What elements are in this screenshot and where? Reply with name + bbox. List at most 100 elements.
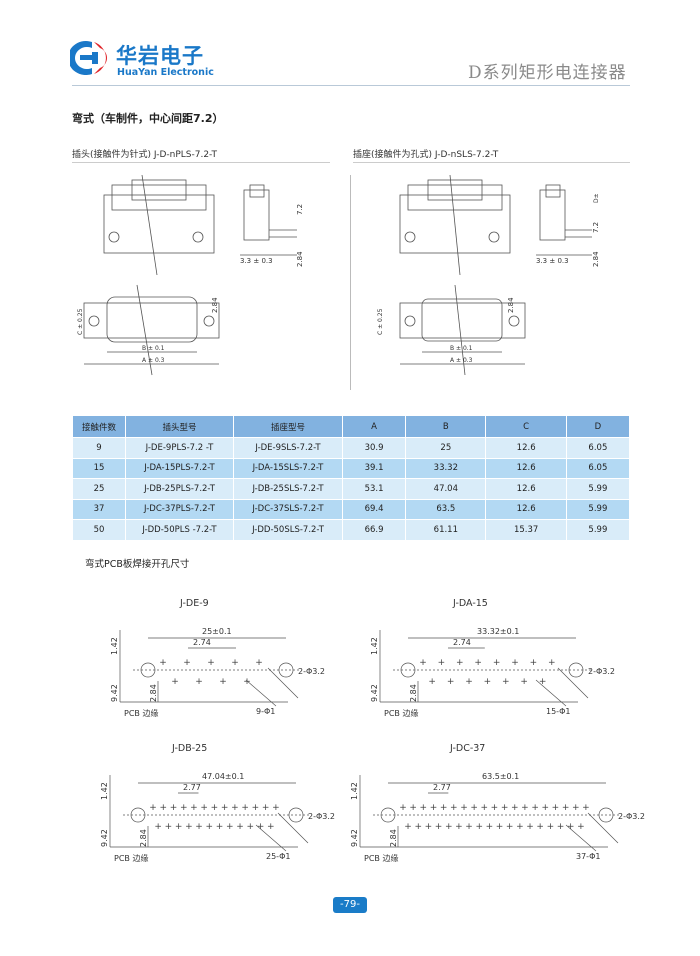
socket-subtitle: 插座(接触件为孔式) J-D-nSLS-7.2-T (353, 150, 499, 160)
col-header: A (341, 415, 407, 438)
plug-a-dim: A ± 0.3 (142, 357, 165, 364)
pin-hole-icon: + (243, 677, 251, 687)
pin-hole-icon: + (493, 658, 501, 668)
pin-hole-icon: + (447, 677, 455, 687)
pin-hole-label: 37-Φ1 (576, 852, 600, 861)
pcb-hole-layout-drawing: +++++++++++++++++++++++++47.04±0.12.772-… (100, 772, 335, 863)
mount-hole (380, 807, 396, 823)
pin-row-label: 2.84 (389, 829, 398, 847)
offset-label: 1.42 (110, 637, 119, 655)
page-number: -79- (333, 897, 367, 913)
depth-label: 9.42 (350, 829, 359, 847)
socket-drawing: 3.3 ± 0.3 D± 7.2 2.84 B ± 0.1 A ± 0.3 C … (377, 175, 600, 376)
pin-hole-icon: + (511, 658, 519, 668)
pin-hole-icon: + (465, 677, 473, 687)
offset-label: 1.42 (350, 782, 359, 800)
table-cell: J-DB-25SLS-7.2-T (233, 478, 343, 500)
pin-hole-label: 15-Φ1 (546, 707, 570, 716)
table-cell: 69.4 (341, 498, 407, 520)
mount-hole-label: 2-Φ3.2 (588, 667, 615, 676)
mount-hole (568, 662, 584, 678)
pin-hole-label: 9-Φ1 (256, 707, 275, 716)
pin-hole-icon: + (526, 822, 534, 832)
pin-hole-icon: + (577, 822, 585, 832)
table-cell: 50 (72, 519, 126, 541)
pin-hole-icon: + (221, 803, 229, 813)
mount-leader-line (557, 667, 589, 699)
pin-hole-icon: + (428, 677, 436, 687)
pin-hole-icon: + (211, 803, 219, 813)
table-cell: 15.37 (485, 519, 567, 541)
pcb-layout-name: J-DA-15 (453, 598, 488, 609)
col-header: B (405, 415, 487, 438)
pin-hole-icon: + (430, 803, 438, 813)
pin-hole-icon: + (419, 658, 427, 668)
pin-hole-icon: + (470, 803, 478, 813)
pin-row-label: 2.84 (409, 684, 418, 702)
pcb-edge-label: PCB 边缘 (364, 853, 398, 863)
plug-subtitle-underline (72, 162, 330, 163)
pin-hole-icon: + (206, 822, 214, 832)
pcb-layout-name: J-DE-9 (180, 598, 209, 609)
pin-hole-icon: + (557, 822, 565, 832)
pin-hole-icon: + (159, 658, 167, 668)
pin-hole-icon: + (200, 803, 208, 813)
offset-label: 1.42 (370, 637, 379, 655)
pcb-edge-label: PCB 边缘 (124, 708, 158, 718)
pin-hole-icon: + (267, 822, 275, 832)
pin-hole-icon: + (207, 658, 215, 668)
pin-hole-icon: + (541, 803, 549, 813)
pin-hole-icon: + (414, 822, 422, 832)
pin-hole-icon: + (159, 803, 167, 813)
company-logo-icon (70, 41, 108, 75)
table-cell: 47.04 (405, 478, 487, 500)
pin-hole-icon: + (511, 803, 519, 813)
table-cell: J-DC-37PLS-7.2-T (125, 498, 234, 520)
table-cell: J-DA-15SLS-7.2-T (233, 457, 343, 479)
pin-hole-icon: + (420, 803, 428, 813)
pin-hole-icon: + (465, 822, 473, 832)
socket-d-top-dim: D± (593, 193, 600, 203)
hole-leader-line (255, 824, 287, 852)
span-label: 33.32±0.1 (477, 627, 519, 636)
table-cell: 25 (72, 478, 126, 500)
table-cell: J-DA-15PLS-7.2-T (125, 457, 234, 479)
pcb-hole-layout-drawing: +++++++++++++++++++++++++++++++++++++63.… (350, 772, 645, 863)
socket-d2-dim: 2.84 (507, 297, 515, 313)
pin-hole-icon: + (425, 822, 433, 832)
pin-hole-icon: + (219, 677, 227, 687)
table-cell: 6.05 (565, 437, 631, 459)
col-header: 接触件数 (72, 415, 126, 438)
pin-hole-icon: + (226, 822, 234, 832)
pin-hole-icon: + (496, 822, 504, 832)
logo-english-name: HuaYan Electronic (117, 67, 214, 78)
mount-leader-line (587, 812, 619, 844)
pin-hole-icon: + (241, 803, 249, 813)
table-cell: 30.9 (341, 437, 407, 459)
pin-hole-icon: + (536, 822, 544, 832)
header-divider (72, 85, 630, 86)
pcb-section-title: 弯式PCB板焊接开孔尺寸 (85, 559, 190, 570)
table-cell: 6.05 (565, 457, 631, 479)
pin-hole-icon: + (460, 803, 468, 813)
pin-hole-label: 25-Φ1 (266, 852, 290, 861)
offset-label: 1.42 (100, 782, 109, 800)
pcb-edge-label: PCB 边缘 (114, 853, 148, 863)
plug-c-dim: C ± 0.25 (77, 308, 84, 335)
series-title: D系列矩形电连接器 (468, 63, 627, 83)
span-label: 63.5±0.1 (482, 772, 519, 781)
table-cell: 12.6 (485, 498, 567, 520)
pin-hole-icon: + (216, 822, 224, 832)
pin-hole-icon: + (165, 822, 173, 832)
plug-drawing: 3.3 ± 0.3 7.2 2.84 B ± 0.1 A ± 0.3 C ± 0… (77, 175, 304, 376)
table-cell: 15 (72, 457, 126, 479)
table-cell: 9 (72, 437, 126, 459)
depth-label: 9.42 (110, 684, 119, 702)
pin-hole-icon: + (195, 822, 203, 832)
pin-hole-icon: + (491, 803, 499, 813)
table-cell: J-DD-50PLS -7.2-T (125, 519, 234, 541)
pin-hole-icon: + (236, 822, 244, 832)
table-cell: 53.1 (341, 478, 407, 500)
